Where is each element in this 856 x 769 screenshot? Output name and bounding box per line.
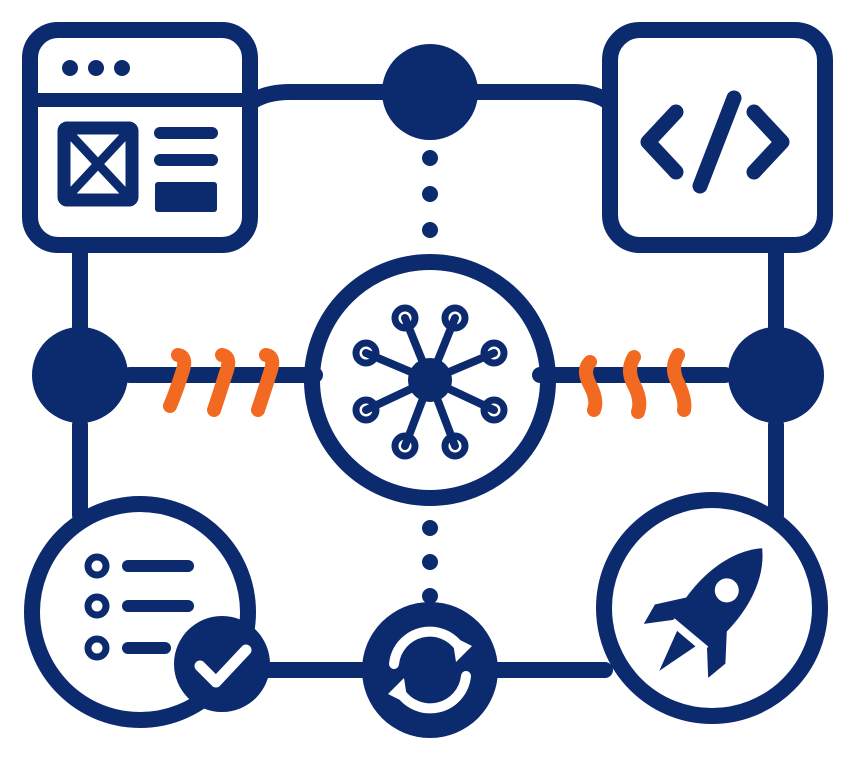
- image-placeholder-icon: [57, 121, 139, 207]
- content-block: [155, 182, 217, 212]
- rocket-icon: [643, 548, 763, 678]
- browser-window-node: [22, 22, 258, 253]
- sync-node: [362, 602, 498, 738]
- left-spring-link: [163, 348, 280, 417]
- rocket-node: [596, 492, 828, 724]
- checklist-icon: [84, 553, 110, 661]
- hub-node: [304, 254, 556, 506]
- window-dots: [62, 60, 130, 76]
- hub-network-icon: [352, 304, 508, 460]
- right-spring-link: [579, 348, 692, 419]
- top-junction-node: [382, 44, 478, 140]
- sync-icon: [389, 626, 471, 714]
- left-junction-node: [32, 327, 128, 423]
- checklist-node: [24, 496, 270, 728]
- text-lines-icon: [154, 127, 218, 166]
- code-icon: [640, 90, 790, 194]
- check-badge-icon: [174, 616, 270, 712]
- code-node: [602, 22, 833, 253]
- right-junction-node: [728, 327, 824, 423]
- bottom-dotted-link: [422, 520, 438, 604]
- top-dotted-link: [422, 150, 438, 238]
